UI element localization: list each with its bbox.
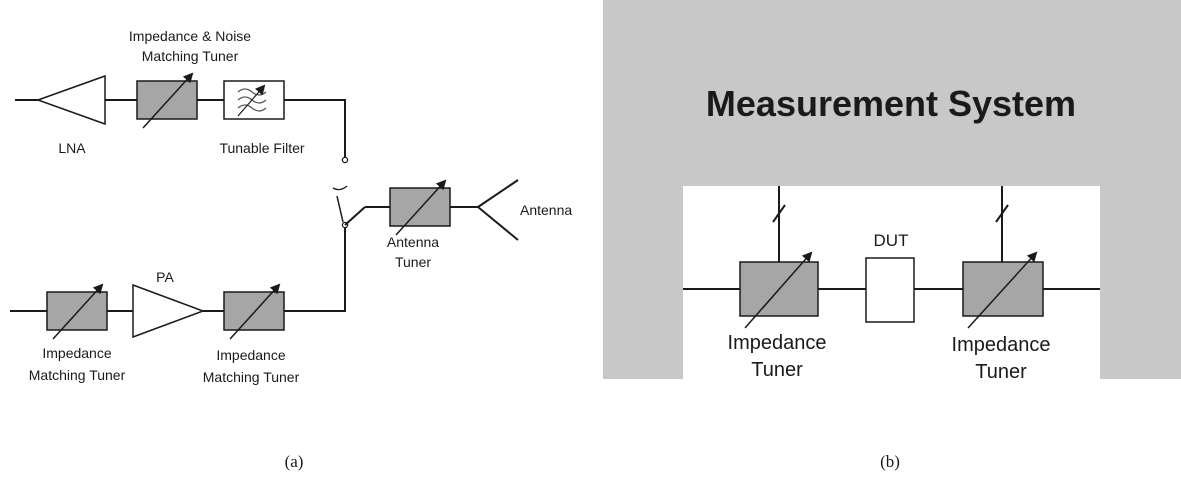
panel-b-caption: (b) <box>880 452 900 471</box>
rx-impedance-noise-tuner <box>136 72 198 129</box>
lna-amplifier <box>35 74 106 126</box>
control-lines <box>772 186 1009 262</box>
tx-output-tuner-label-line2: Matching Tuner <box>203 369 300 385</box>
receive-path <box>15 72 346 158</box>
lna-label: LNA <box>58 140 86 156</box>
tx-output-matching-tuner <box>223 283 285 340</box>
antenna-icon <box>477 179 519 241</box>
filter-wave-icon <box>237 84 267 117</box>
transmit-path <box>10 228 346 340</box>
antenna-tuner-label-line1: Antenna <box>387 234 439 250</box>
right-tuner-label-line1: Impedance <box>952 334 1051 356</box>
measurement-system-frame <box>603 0 1181 379</box>
pa-amplifier <box>132 283 206 339</box>
panel-a: Impedance & Noise Matching Tuner LNA Tun… <box>10 28 572 471</box>
tx-output-tuner-label-line1: Impedance <box>216 347 285 363</box>
tunable-filter-label: Tunable Filter <box>219 140 304 156</box>
antenna-path <box>365 179 519 241</box>
left-tuner-label-line1: Impedance <box>728 332 827 354</box>
rx-tuner-label-line2: Matching Tuner <box>142 48 239 64</box>
tunable-filter <box>223 80 285 120</box>
rf-switch <box>332 156 366 229</box>
tx-input-tuner-label-line1: Impedance <box>42 345 111 361</box>
pa-label: PA <box>156 269 174 285</box>
right-impedance-tuner <box>962 251 1044 329</box>
antenna-tuner <box>389 179 451 236</box>
right-tuner-label-line2: Tuner <box>975 361 1027 383</box>
left-tuner-label-line2: Tuner <box>751 359 803 381</box>
left-impedance-tuner <box>739 251 819 329</box>
panel-b: Measurement System DUT Impedance Tuner I… <box>603 0 1181 471</box>
rx-tuner-label-line1: Impedance & Noise <box>129 28 251 44</box>
antenna-label: Antenna <box>520 202 572 218</box>
tx-input-tuner-label-line2: Matching Tuner <box>29 367 126 383</box>
dut-label: DUT <box>874 231 909 250</box>
measurement-system-title: Measurement System <box>706 83 1076 124</box>
tx-input-matching-tuner <box>46 283 108 340</box>
panel-a-caption: (a) <box>285 452 304 471</box>
dut-box <box>865 257 915 323</box>
antenna-tuner-label-line2: Tuner <box>395 254 431 270</box>
